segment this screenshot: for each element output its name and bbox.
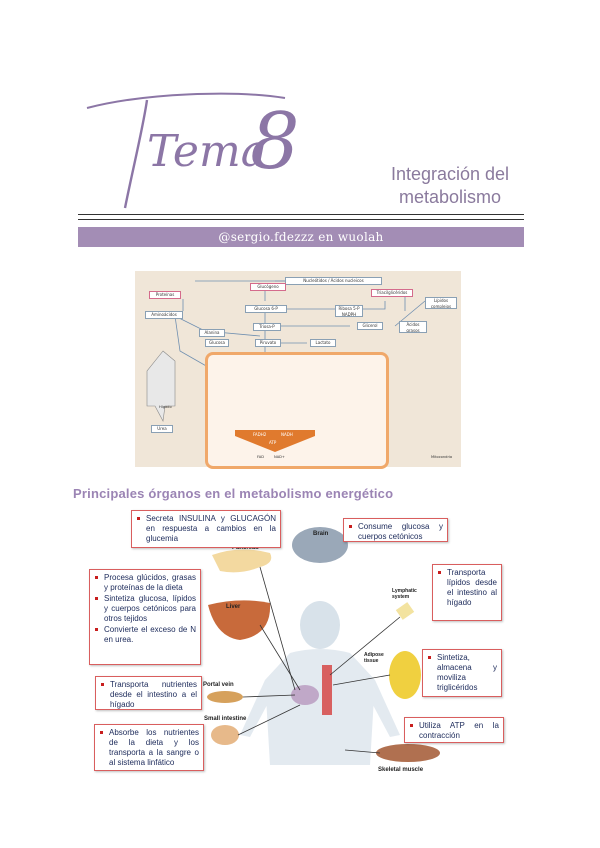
callout-portal-vein: Transporta nutrientes desde el intestino…	[95, 676, 202, 710]
callout-pancreas-item-1: Secreta INSULINA y GLUCAGÓN en respuesta…	[137, 514, 276, 543]
callout-adipose-item-1: Sintetiza, almacena y moviliza triglicér…	[428, 653, 497, 692]
callout-liver-item-2: Sintetiza glucosa, lípidos y cuerpos cet…	[95, 594, 196, 623]
label-pancreas: Pancreas	[232, 545, 259, 551]
node-lactato: Lactato	[310, 339, 336, 347]
node-triacilgliceridos: Triacilglicéridos	[371, 289, 413, 297]
node-alanina: Alanina	[199, 329, 225, 337]
callout-portal-vein-item-1: Transporta nutrientes desde el intestino…	[101, 680, 197, 709]
divider-top	[78, 214, 524, 215]
callout-pancreas: Secreta INSULINA y GLUCAGÓN en respuesta…	[131, 510, 281, 548]
callout-brain: Consume glucosa y cuerpos cetónicos	[343, 518, 448, 542]
label-skeletal-muscle: Skeletal muscle	[378, 767, 424, 773]
title-number: 8	[250, 97, 300, 187]
callout-muscle: Utiliza ATP en la contracción	[404, 717, 504, 743]
node-aminoacidos: Aminoácidos	[145, 311, 183, 319]
label-portal-vein: Portal vein	[203, 682, 234, 688]
node-piruvato: Piruvato	[255, 339, 281, 347]
label-lymphatic: Lymphatic system	[392, 588, 417, 600]
callout-small-intestine-item-1: Absorbe los nutrientes de la dieta y los…	[100, 728, 199, 767]
callout-liver: Procesa glúcidos, grasas y proteínas de …	[89, 569, 201, 665]
node-higado: Hígado	[159, 405, 172, 409]
subtitle-line-1: Integración del	[390, 164, 510, 184]
title-lettering: Tema 8	[86, 92, 300, 209]
node-fad: FAD	[257, 455, 264, 459]
callout-liver-item-3: Convierte el exceso de N en urea.	[95, 625, 196, 644]
node-acidos-grasos: Ácidos grasos	[399, 321, 427, 333]
node-glucogeno: Glucógeno	[250, 283, 286, 291]
node-glicerol: Glicerol	[357, 322, 383, 330]
atp-arrow: FADH2 NADH ATP	[235, 430, 315, 452]
node-mitocondria: Mitocondria	[431, 455, 453, 459]
divider-bottom	[78, 219, 524, 220]
callout-muscle-item-1: Utiliza ATP en la contracción	[410, 721, 499, 740]
mitochondria-compartment	[205, 352, 389, 469]
callout-adipose: Sintetiza, almacena y moviliza triglicér…	[422, 649, 502, 697]
author-banner: @sergio.fdezzz en wuolah	[78, 227, 524, 247]
label-brain: Brain	[313, 531, 329, 537]
callout-lymphatic-item-1: Transporta lípidos desde el intestino al…	[438, 568, 497, 607]
node-nadh: NADH	[281, 432, 293, 437]
section-title: Principales órganos en el metabolismo en…	[73, 486, 394, 501]
title-word: Tema	[147, 126, 267, 177]
node-nad: NAD+	[274, 455, 285, 459]
subtitle: Integración del metabolismo	[370, 163, 530, 209]
label-adipose: Adipose tissue	[364, 652, 384, 664]
node-atp: ATP	[269, 440, 277, 445]
label-small-intestine: Small intestine	[204, 716, 247, 722]
node-triosa: Triosa-P	[253, 323, 281, 331]
node-fadh2: FADH2	[253, 432, 267, 437]
node-glucosa: Glucosa	[205, 339, 229, 347]
callout-small-intestine: Absorbe los nutrientes de la dieta y los…	[94, 724, 204, 771]
label-liver: Liver	[226, 604, 241, 610]
callout-lymphatic: Transporta lípidos desde el intestino al…	[432, 564, 502, 621]
callout-liver-item-1: Procesa glúcidos, grasas y proteínas de …	[95, 573, 196, 592]
node-lipidos-complejos: Lípidos complejos	[425, 297, 457, 309]
subtitle-line-2: metabolismo	[398, 187, 502, 207]
brain-shape	[292, 527, 348, 563]
body-illustration	[207, 527, 440, 765]
node-ribosa: Ribosa 5-P NADPH	[335, 305, 363, 317]
node-glucosa6p: Glucosa 6-P	[245, 305, 287, 313]
node-nucleotidos: Nucleótidos / Ácidos nucleicos	[285, 277, 382, 285]
node-urea: Urea	[151, 425, 173, 433]
node-proteinas: Proteínas	[149, 291, 181, 299]
callout-brain-item-1: Consume glucosa y cuerpos cetónicos	[349, 522, 443, 541]
